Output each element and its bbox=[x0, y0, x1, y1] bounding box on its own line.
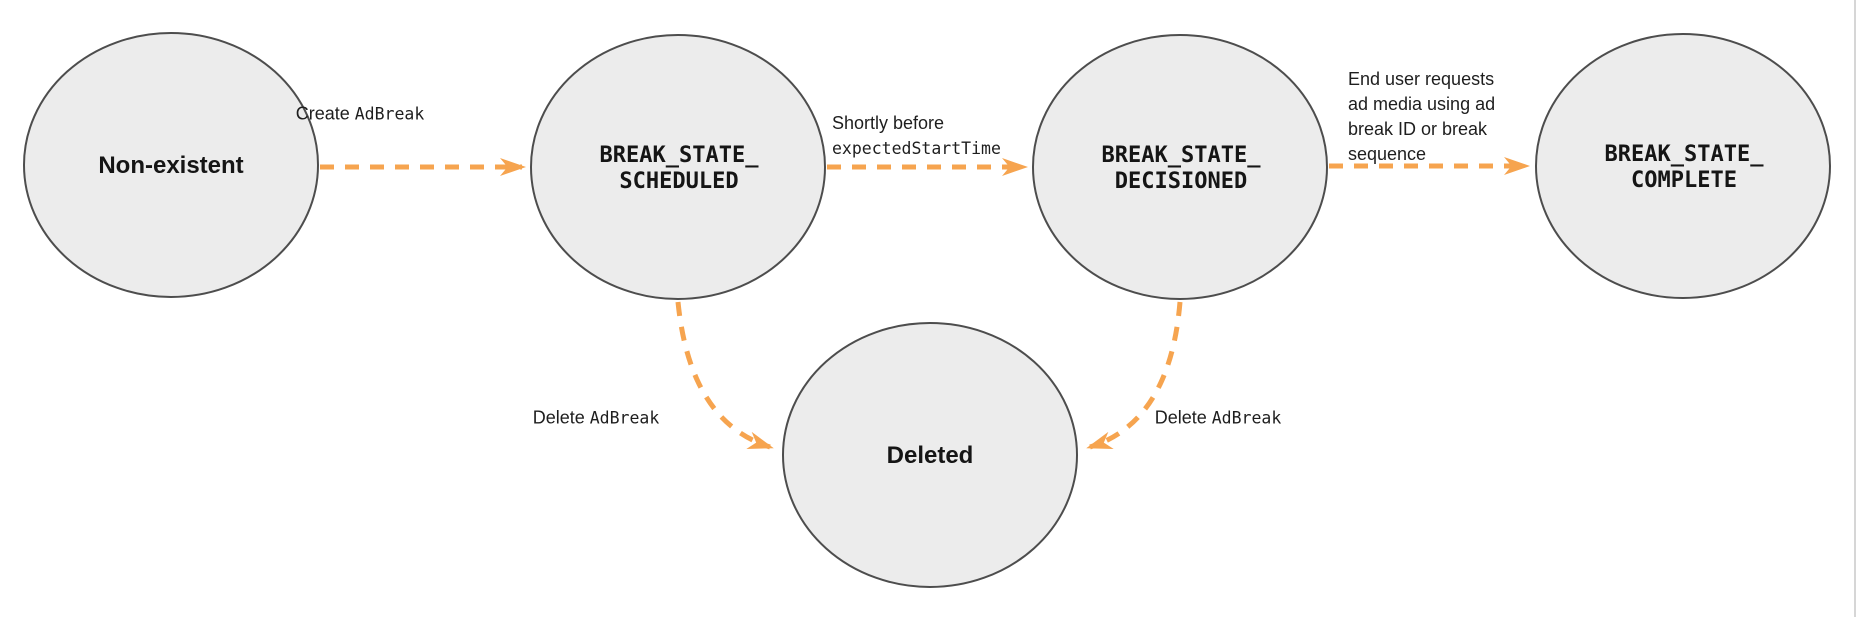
label-code-text: expectedStartTime bbox=[832, 139, 1001, 158]
transition-label-shortly-before: Shortly before expectedStartTime bbox=[832, 86, 1001, 161]
state-node-break-state-scheduled bbox=[530, 34, 826, 300]
transition-label-delete-adbreak-right: Delete AdBreak bbox=[1155, 406, 1282, 431]
state-label-deleted: Deleted bbox=[886, 442, 974, 469]
state-node-break-state-complete bbox=[1535, 33, 1831, 299]
label-text: Delete bbox=[532, 407, 590, 428]
state-label-non-existent: Non-existent bbox=[98, 152, 244, 179]
arrow-delete-adbreak-from-decisioned bbox=[1086, 301, 1183, 450]
label-code-text: AdBreak bbox=[589, 408, 660, 428]
state-label-break-state-complete: BREAK_STATE_ COMPLETE bbox=[1604, 142, 1764, 193]
arrow-delete-adbreak-from-scheduled bbox=[675, 301, 774, 450]
label-code-text: AdBreak bbox=[1211, 408, 1282, 428]
state-node-non-existent bbox=[23, 32, 319, 298]
transition-label-create-adbreak: Create AdBreak bbox=[296, 102, 425, 127]
state-node-break-state-decisioned bbox=[1032, 34, 1328, 300]
state-node-deleted bbox=[782, 322, 1078, 588]
label-text: End user requests ad media using ad brea… bbox=[1348, 69, 1496, 164]
label-text: Delete bbox=[1154, 407, 1212, 428]
label-code-text: AdBreak bbox=[354, 104, 425, 124]
transition-label-end-user-requests: End user requests ad media using ad brea… bbox=[1348, 42, 1495, 167]
state-label-break-state-decisioned: BREAK_STATE_ DECISIONED bbox=[1101, 143, 1261, 194]
transition-label-delete-adbreak-left: Delete AdBreak bbox=[533, 406, 660, 431]
label-text: Create bbox=[295, 103, 355, 124]
label-text: Shortly before bbox=[832, 113, 945, 133]
state-label-break-state-scheduled: BREAK_STATE_ SCHEDULED bbox=[599, 143, 759, 194]
